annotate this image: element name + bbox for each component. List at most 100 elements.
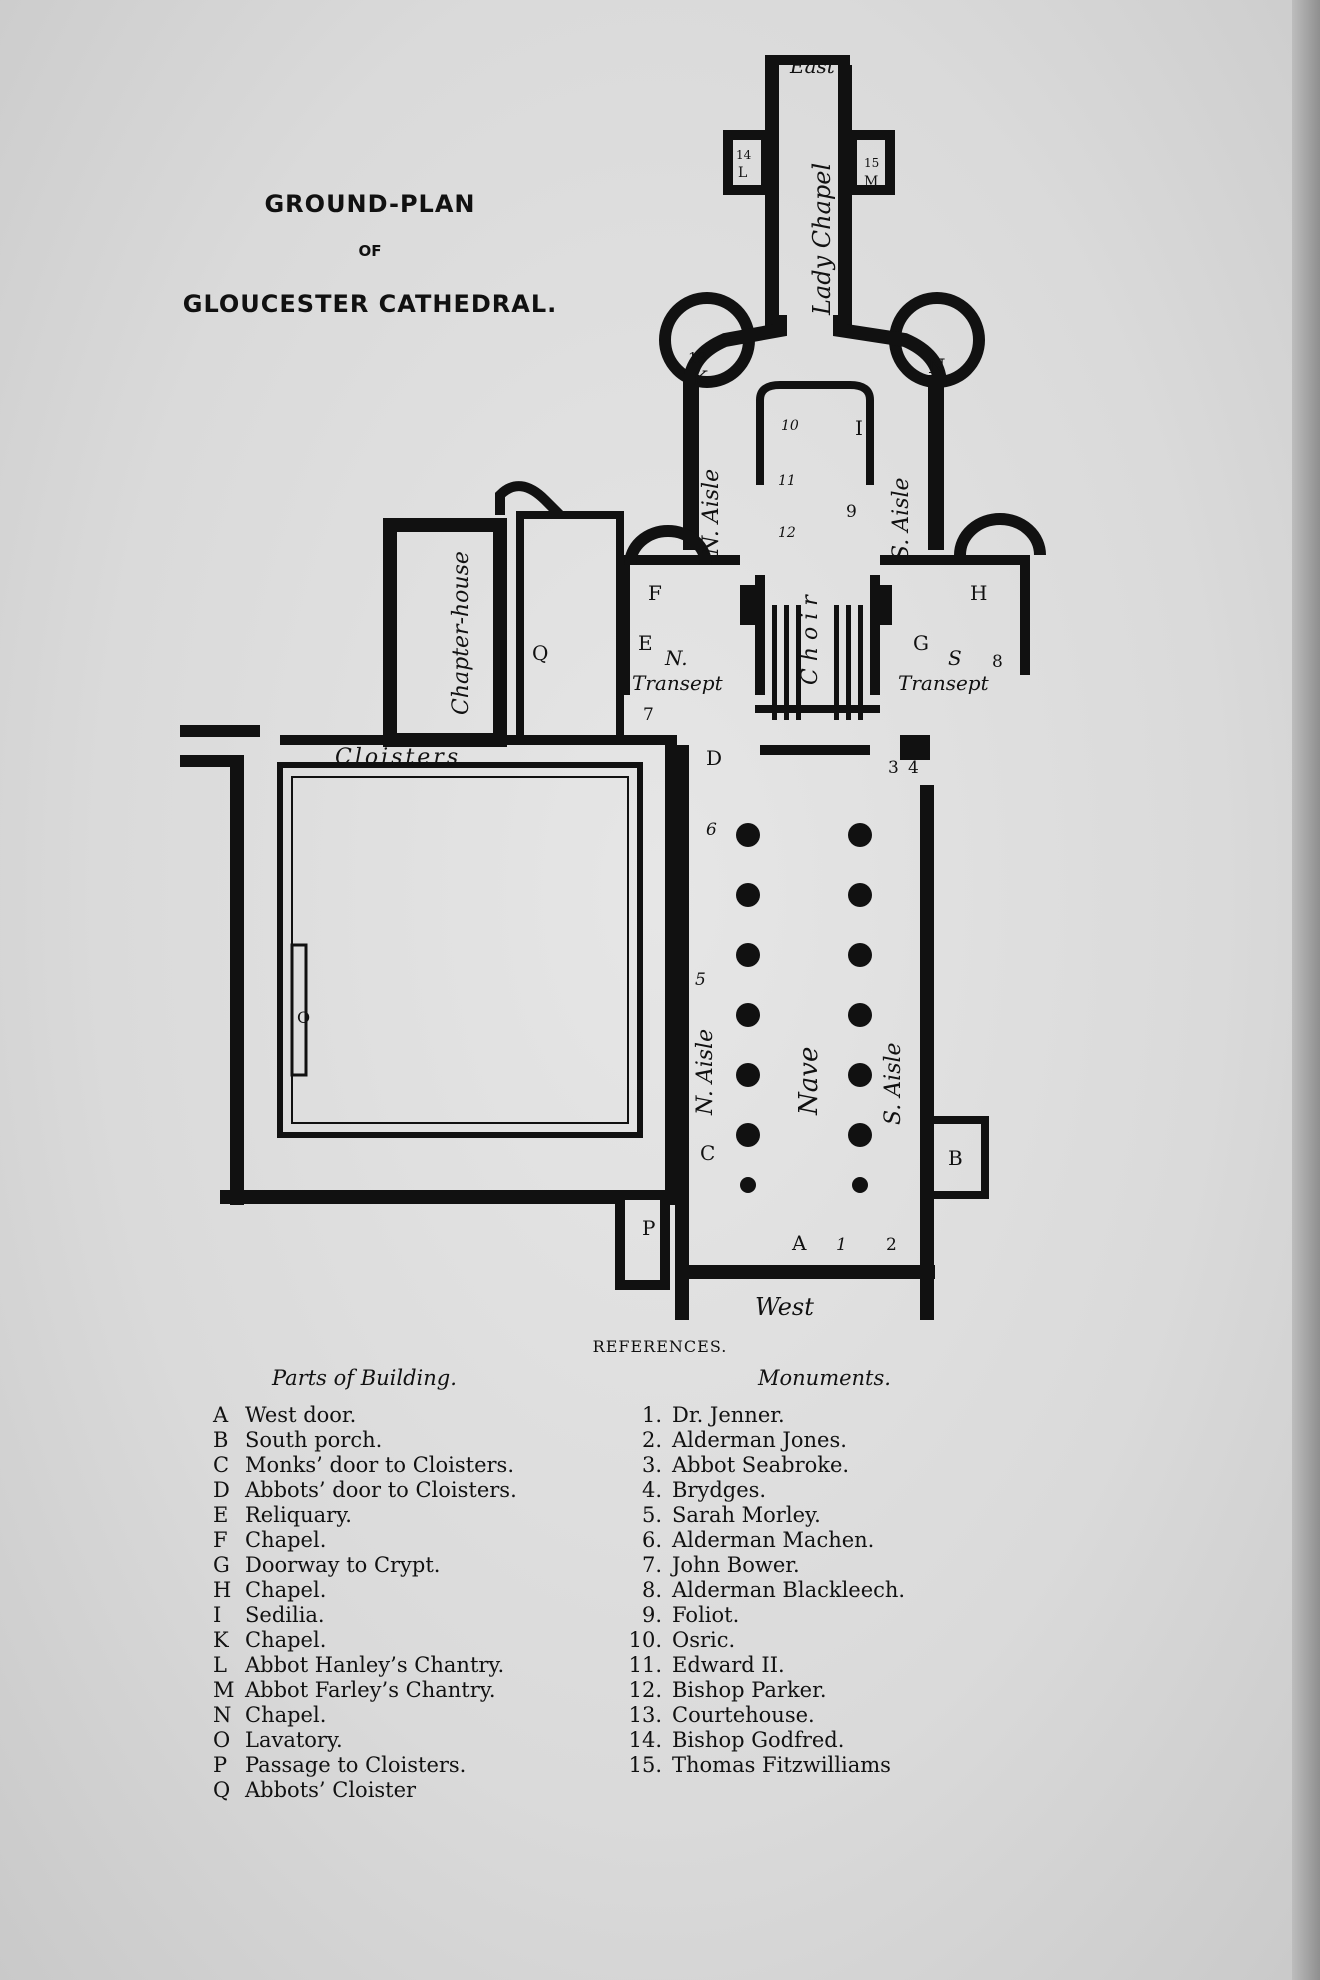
plan-num-12: 12 <box>778 525 796 541</box>
part-text: Abbots’ door to Cloisters. <box>245 1478 517 1502</box>
plan-title-line2: OF <box>358 242 382 260</box>
monument-text: Brydges. <box>672 1478 767 1502</box>
plan-key-a: A <box>791 1231 807 1255</box>
monument-text: John Bower. <box>672 1553 800 1577</box>
lady-chapel-label: Lady Chapel <box>808 163 836 316</box>
monument-text: Bishop Parker. <box>672 1678 827 1702</box>
s-transept-label-1: S <box>948 646 962 670</box>
part-key: N <box>213 1703 232 1727</box>
part-key: I <box>213 1603 222 1627</box>
plan-num-2: 2 <box>886 1235 897 1255</box>
list-item: G Doorway to Crypt. <box>213 1553 517 1578</box>
monument-text: Alderman Jones. <box>672 1428 847 1452</box>
plan-num-3: 3 <box>888 758 899 778</box>
plan-key-g: G <box>913 631 929 655</box>
list-item: 10.Osric. <box>618 1628 905 1653</box>
monument-text: Alderman Blackleech. <box>672 1578 906 1602</box>
monument-number: 2. <box>641 1428 662 1452</box>
choir-stalls <box>772 605 863 720</box>
plan-num-7: 7 <box>643 705 654 725</box>
list-item: 12.Bishop Parker. <box>618 1678 905 1703</box>
list-item: 4. Brydges. <box>618 1478 905 1503</box>
list-item: K Chapel. <box>213 1628 517 1653</box>
monument-number: 4. <box>641 1478 662 1502</box>
part-text: Chapel. <box>245 1703 327 1727</box>
nave-s-aisle-label: S. Aisle <box>881 1042 906 1125</box>
plan-num-9: 9 <box>846 502 857 522</box>
monument-text: Sarah Morley. <box>672 1503 821 1527</box>
plan-key-i: I <box>855 416 863 440</box>
nave-label: Nave <box>794 1047 824 1116</box>
plan-key-l: L <box>738 165 747 181</box>
plan-key-e: E <box>638 631 653 655</box>
part-text: Abbot Farley’s Chantry. <box>245 1678 496 1702</box>
plan-key-q: Q <box>532 641 548 665</box>
list-item: 14.Bishop Godfred. <box>618 1728 905 1753</box>
plan-num-6: 6 <box>706 820 717 840</box>
plan-num-4: 4 <box>908 758 919 778</box>
plan-key-h: H <box>970 581 987 605</box>
monument-number: 3. <box>641 1453 662 1477</box>
part-key: E <box>213 1503 229 1527</box>
part-key: G <box>213 1553 230 1577</box>
list-item: A West door. <box>213 1403 517 1428</box>
parts-of-building-heading: Parts of Building. <box>272 1366 457 1390</box>
list-item: 15.Thomas Fitzwilliams <box>618 1753 905 1778</box>
monument-text: Edward II. <box>672 1653 785 1677</box>
monument-text: Osric. <box>672 1628 736 1652</box>
part-text: West door. <box>245 1403 357 1427</box>
monument-text: Bishop Godfred. <box>672 1728 845 1752</box>
chapter-house-label: Chapter-house <box>449 551 474 715</box>
plan-walls <box>180 55 1046 1320</box>
plan-num-8: 8 <box>992 652 1003 672</box>
choir-n-aisle-label: N. Aisle <box>699 469 724 556</box>
references-heading: REFERENCES. <box>592 1337 728 1356</box>
part-key: D <box>213 1478 230 1502</box>
list-item: 6. Alderman Machen. <box>618 1528 905 1553</box>
list-item: 5. Sarah Morley. <box>618 1503 905 1528</box>
cathedral-ground-plan: East West Lady Chapel N. Aisle S. Aisle … <box>180 55 1046 1321</box>
monument-number: 1. <box>641 1403 662 1427</box>
part-text: South porch. <box>245 1428 383 1452</box>
nave-piers <box>736 823 872 1193</box>
part-key: K <box>213 1628 229 1652</box>
page-edge-shadow <box>1292 0 1320 1980</box>
plan-key-d: D <box>706 746 722 770</box>
monument-text: Foliot. <box>672 1603 740 1627</box>
monument-number: 6. <box>641 1528 662 1552</box>
part-key: Q <box>213 1778 231 1802</box>
n-transept-label-2: Transept <box>632 671 724 695</box>
monument-text: Alderman Machen. <box>672 1528 875 1552</box>
part-text: Reliquary. <box>245 1503 352 1527</box>
plan-key-n: N <box>928 354 946 378</box>
compass-east: East <box>789 55 836 78</box>
plan-num-13: 13 <box>688 349 707 367</box>
part-key: H <box>213 1578 232 1602</box>
part-key: L <box>213 1653 227 1677</box>
monument-number: 5. <box>641 1503 662 1527</box>
list-item: H Chapel. <box>213 1578 517 1603</box>
part-key: A <box>213 1403 229 1427</box>
part-text: Chapel. <box>245 1628 327 1652</box>
list-item: 7.John Bower. <box>618 1553 905 1578</box>
part-text: Chapel. <box>245 1528 327 1552</box>
part-key: M <box>213 1678 235 1702</box>
monuments-list: 1.Dr. Jenner. 2.Alderman Jones. 3.Abbot … <box>618 1403 906 1778</box>
monument-number: 8. <box>641 1578 662 1602</box>
choir-label: C h o i r <box>798 594 823 685</box>
list-item: E Reliquary. <box>213 1503 517 1528</box>
s-transept-label-2: Transept <box>898 671 990 695</box>
part-text: Doorway to Crypt. <box>245 1553 441 1577</box>
list-item: M Abbot Farley’s Chantry. <box>213 1678 517 1703</box>
plan-num-15: 15 <box>864 156 879 170</box>
list-item: N Chapel. <box>213 1703 517 1728</box>
part-text: Chapel. <box>245 1578 327 1602</box>
list-item: 13.Courtehouse. <box>618 1703 905 1728</box>
monument-number: 11. <box>628 1653 662 1677</box>
